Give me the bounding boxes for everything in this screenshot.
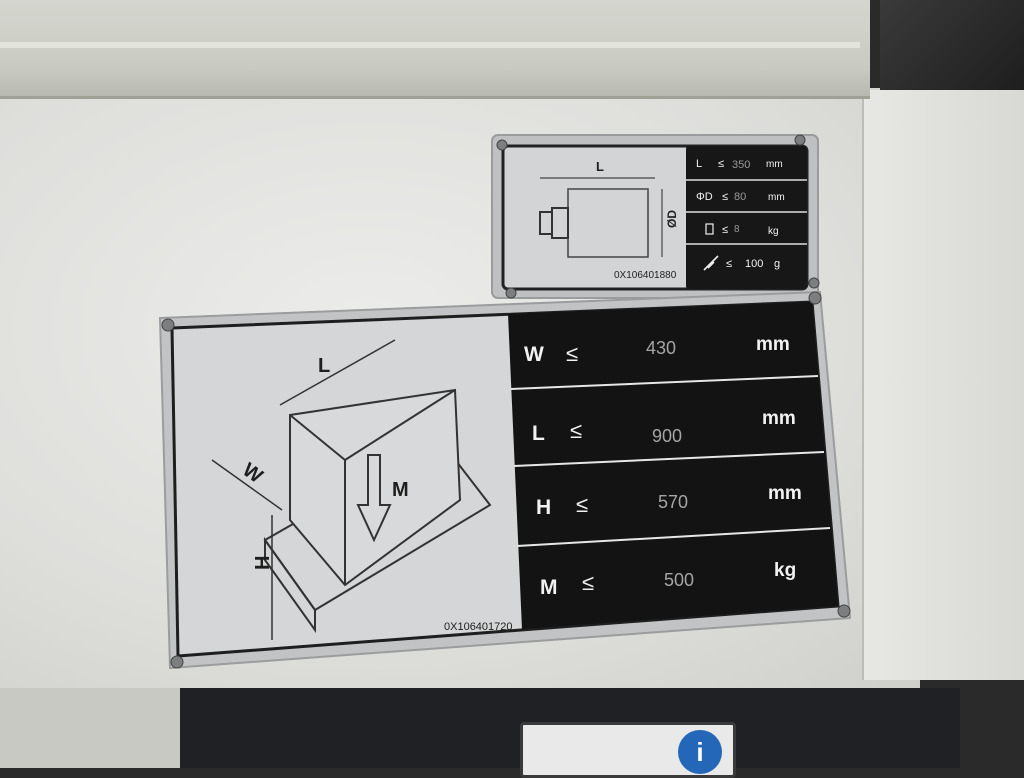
diagram-base-edge	[264, 536, 316, 634]
large-row-4-unit: kg	[774, 560, 796, 581]
screw-icon	[505, 287, 517, 299]
large-row-1-value: 430	[646, 338, 676, 358]
large-row-2-op: ≤	[570, 418, 582, 443]
small-row-3-op: ≤	[722, 224, 728, 236]
screw-icon	[161, 318, 175, 332]
machine-top-rail-edge	[0, 42, 860, 48]
machine-lower-left	[0, 688, 180, 768]
large-row-2-symbol: L	[532, 422, 545, 445]
diagram-box-edge	[344, 389, 456, 461]
small-row-2-value: 80	[734, 191, 746, 203]
large-plate-divider	[516, 527, 831, 547]
small-diagram-spindle	[539, 211, 553, 235]
small-row-2-symbol: ΦD	[696, 191, 713, 203]
large-row-3-value: 570	[658, 492, 688, 512]
diagram-dim-l	[279, 339, 396, 406]
screw-icon	[170, 655, 184, 669]
small-row-3-value: 8	[734, 224, 740, 235]
small-diagram-label-l: L	[596, 159, 604, 174]
small-row-1-op: ≤	[718, 158, 724, 170]
small-plate-part-number: 0X106401880	[614, 270, 677, 281]
large-row-1-unit: mm	[756, 334, 790, 355]
small-row-1-value: 350	[732, 159, 750, 171]
diagram-label-m: M	[392, 479, 409, 501]
large-plate-divider	[510, 375, 819, 390]
diagram-load-arrow	[356, 454, 392, 543]
screw-icon	[808, 291, 822, 305]
screw-icon	[794, 134, 806, 146]
diagram-label-h: H	[252, 556, 274, 570]
small-row-1-symbol: L	[696, 158, 702, 170]
large-row-1-op: ≤	[566, 341, 578, 366]
background-corner	[880, 0, 1024, 90]
small-row-4-op: ≤	[726, 258, 732, 270]
small-row-2-op: ≤	[722, 191, 728, 203]
diagram-box	[289, 388, 462, 587]
diagram-dim-w	[211, 459, 283, 511]
screw-icon	[496, 139, 508, 151]
large-plate-black-area	[508, 302, 838, 629]
screw-icon	[808, 277, 820, 289]
diagram-label-l: L	[318, 355, 330, 377]
diagram-box-edge	[289, 414, 346, 461]
large-plate-divider	[513, 451, 825, 467]
large-row-4-op: ≤	[582, 570, 594, 595]
screw-icon	[837, 604, 851, 618]
large-row-1-symbol: W	[524, 343, 544, 366]
info-icon: i	[678, 730, 722, 774]
small-row-3-unit: kg	[768, 226, 779, 237]
machine-side-panel	[862, 90, 1024, 680]
small-plate: L ØD 0X106401880 L ≤ 350 mm ΦD ≤ 80 mm ≤…	[491, 134, 820, 299]
small-row-2-unit: mm	[768, 192, 785, 203]
small-row-4-unit: g	[774, 258, 780, 270]
balance-icon	[703, 255, 719, 271]
small-row-1-unit: mm	[766, 159, 783, 170]
small-plate-black-area	[686, 146, 807, 289]
large-plate-part-number: 0X106401720	[444, 621, 513, 633]
machine-top-rail	[0, 0, 870, 99]
large-row-3-unit: mm	[768, 483, 802, 504]
large-plate: L W H M 0X106401720 W ≤ 430 mm L ≤ 900 m…	[158, 290, 852, 670]
large-row-3-op: ≤	[576, 492, 588, 517]
large-row-2-value: 900	[652, 426, 682, 446]
small-diagram-label-d: ØD	[665, 210, 679, 228]
large-row-4-value: 500	[664, 570, 694, 590]
weight-icon	[705, 223, 714, 235]
large-row-4-symbol: M	[540, 576, 558, 599]
large-row-2-unit: mm	[762, 408, 796, 429]
small-row-4-value: 100	[745, 258, 763, 270]
large-row-3-symbol: H	[536, 496, 551, 519]
